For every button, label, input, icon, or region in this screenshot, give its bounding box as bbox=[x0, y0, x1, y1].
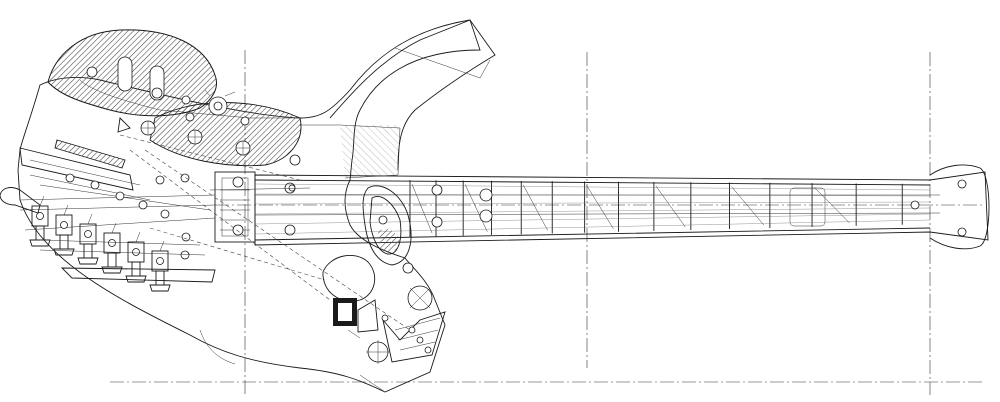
string-line bbox=[254, 219, 931, 235]
neck bbox=[254, 164, 990, 250]
tuner-peg bbox=[149, 240, 171, 292]
neck-heel bbox=[288, 184, 414, 274]
fret-diagonal bbox=[523, 184, 548, 231]
construction-lines bbox=[119, 134, 411, 331]
tuner-group bbox=[29, 195, 171, 292]
string-line bbox=[254, 207, 931, 215]
control-knobs bbox=[117, 112, 301, 166]
neck-screws bbox=[431, 179, 967, 237]
tuner-plate bbox=[0, 187, 216, 283]
tuner-peg bbox=[125, 231, 147, 283]
fret-diagonal bbox=[586, 185, 614, 229]
bridge-assembly bbox=[19, 139, 296, 260]
fret-diagonal bbox=[464, 184, 488, 232]
string-line bbox=[254, 183, 931, 191]
string-line bbox=[254, 213, 931, 225]
tuner-peg bbox=[77, 213, 99, 265]
string-group bbox=[254, 183, 931, 235]
string-line bbox=[254, 193, 931, 197]
fret-group bbox=[409, 180, 903, 238]
control-plate bbox=[47, 29, 302, 167]
fret-diagonal bbox=[813, 186, 850, 224]
fret-diagonal bbox=[411, 184, 433, 234]
fret-diagonal bbox=[731, 186, 765, 226]
tuner-peg bbox=[101, 222, 123, 274]
tuner-peg bbox=[53, 204, 75, 256]
fret-diagonal bbox=[655, 185, 686, 228]
lower-horn-hardware bbox=[322, 254, 446, 364]
reference-lines bbox=[110, 50, 985, 395]
string-line bbox=[254, 201, 931, 205]
tuner-peg bbox=[29, 195, 51, 247]
